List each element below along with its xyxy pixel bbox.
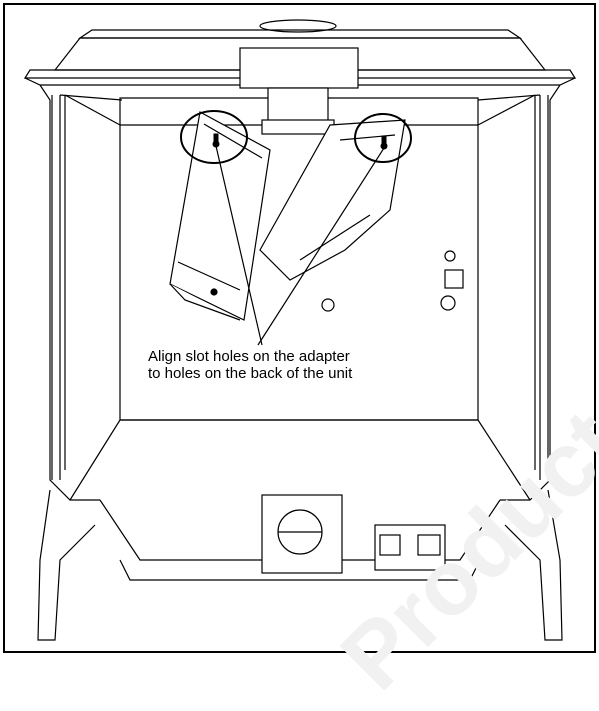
callout-caption: Align slot holes on the adapter to holes… xyxy=(148,348,352,382)
stove-rear-diagram xyxy=(3,3,596,653)
slot-holes xyxy=(212,133,388,150)
callout-line-1: Align slot holes on the adapter xyxy=(148,348,350,365)
back-panel xyxy=(64,94,536,470)
bottom-access-plate xyxy=(261,494,446,574)
stove-side-frame xyxy=(39,84,561,501)
leader-lines xyxy=(215,145,385,346)
stove-top-lid xyxy=(23,19,577,86)
figure-border xyxy=(3,3,596,653)
left-adapter-bracket xyxy=(169,111,271,321)
stove-legs xyxy=(37,489,563,641)
keyhole-features xyxy=(321,250,464,312)
callout-circles xyxy=(180,110,412,164)
callout-line-2: to holes on the back of the unit xyxy=(148,365,353,382)
vent-collar xyxy=(239,47,359,135)
